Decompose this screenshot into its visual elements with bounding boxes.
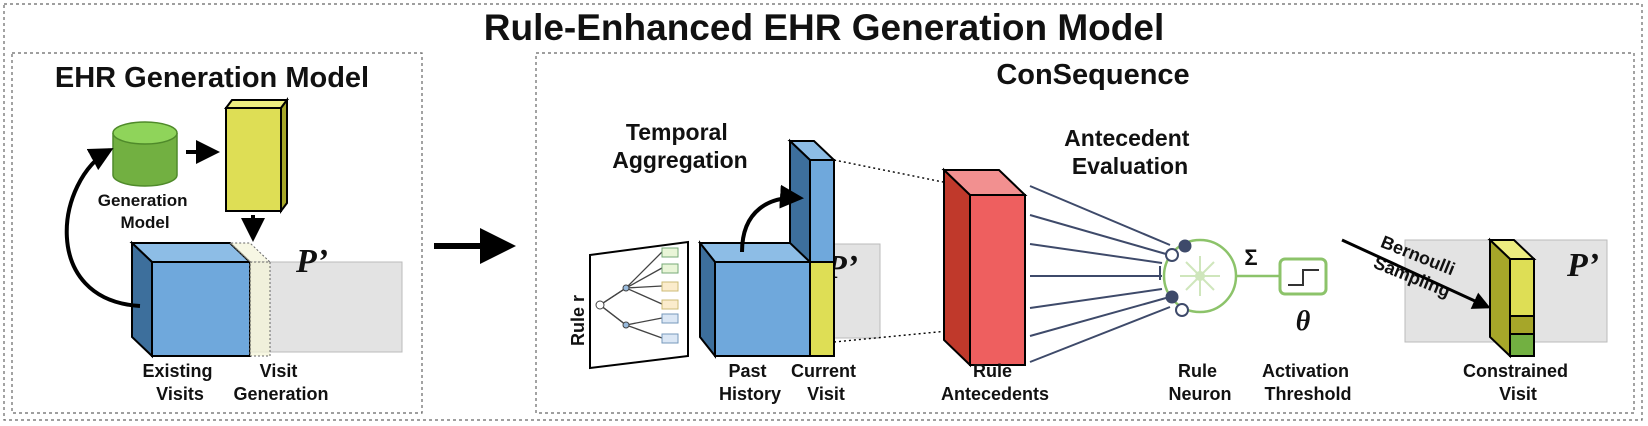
- past-history-cube: [697, 240, 813, 359]
- theta-symbol: θ: [1296, 306, 1311, 337]
- rule-r-label: Rule r: [568, 295, 588, 346]
- outer-frame: [3, 3, 1643, 421]
- main-title: Rule-Enhanced EHR Generation Model: [484, 7, 1164, 48]
- visit-generation-label: Visit Generation: [233, 361, 328, 404]
- visit-generation-slot: [228, 242, 272, 357]
- rule-tree-card: [589, 240, 689, 370]
- rule-antecedents-label: Rule Antecedents: [941, 361, 1049, 404]
- activation-threshold-label: Activation Threshold: [1262, 361, 1354, 404]
- generation-model-cylinder-icon: [112, 121, 178, 187]
- aggregation-curved-arrow: [740, 184, 804, 253]
- projection-lines: [833, 159, 959, 343]
- existing-visits-cube: [129, 240, 253, 359]
- rule-neuron-label: Rule Neuron: [1169, 361, 1232, 404]
- constrained-visit-label: Constrained Visit: [1463, 361, 1573, 404]
- right-panel-frame: [535, 52, 1635, 414]
- right-panel-title: ConSequence: [996, 59, 1189, 91]
- generation-model-label: Generation Model: [98, 191, 192, 232]
- left-panel-title: EHR Generation Model: [55, 62, 369, 94]
- p-prime-left: P’: [295, 243, 328, 280]
- feedback-curved-arrow: [64, 148, 141, 308]
- left-panel-frame: [11, 52, 423, 414]
- bernoulli-arrow: [1341, 238, 1491, 309]
- rule-neuron-icon: [1159, 238, 1238, 317]
- step-function-icon: [1278, 257, 1328, 296]
- antecedent-evaluation-label: Antecedent Evaluation: [1064, 125, 1196, 179]
- neuron-input-lines: [1029, 185, 1171, 363]
- rule-antecedents-block: [941, 167, 1028, 368]
- temporal-aggregation-label: Temporal Aggregation: [612, 119, 747, 173]
- existing-visits-label: Existing Visits: [142, 361, 217, 404]
- p-prime-right: P’: [1566, 247, 1599, 284]
- past-history-label: Past History: [719, 361, 781, 404]
- current-visit-label: Current Visit: [791, 361, 861, 404]
- generated-visit-block: [224, 97, 289, 214]
- constrained-visit-column: [1487, 237, 1537, 359]
- sigma-symbol: Σ: [1244, 245, 1257, 270]
